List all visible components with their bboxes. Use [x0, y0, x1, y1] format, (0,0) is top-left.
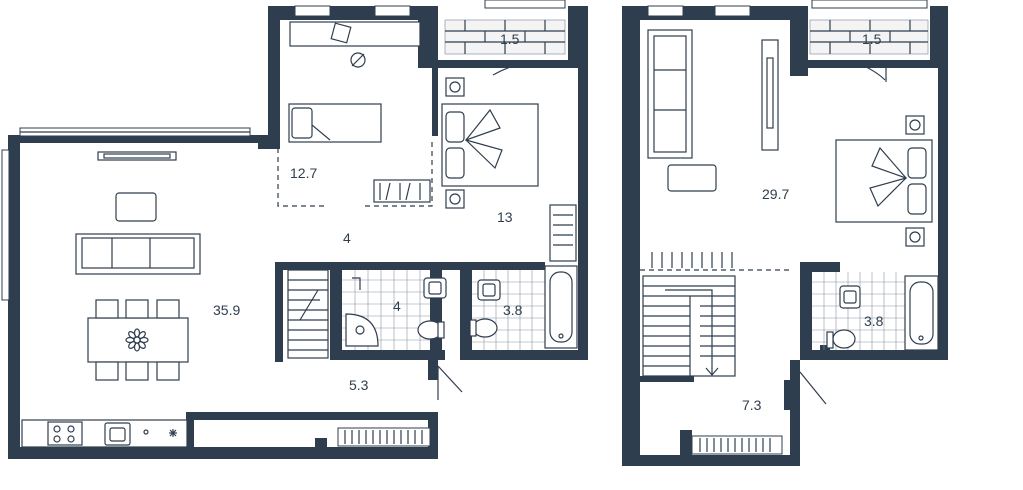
bathroom-3-8-left: [469, 265, 578, 350]
area-bedroom-left: 13: [497, 209, 513, 225]
area-bedroom-small: 12.7: [290, 165, 317, 181]
left-level-walls: [8, 6, 588, 459]
sink-icon: [477, 279, 501, 301]
right-stairs: [640, 252, 790, 377]
sink-icon: [839, 285, 861, 309]
armchair-icon: [445, 77, 465, 209]
area-bath-right: 3.8: [864, 313, 884, 329]
area-living-kitchen: 35.9: [213, 302, 240, 318]
area-entrance: 5.3: [349, 377, 369, 393]
bathroom-3-8-right: [812, 272, 939, 351]
dining-table: [87, 299, 189, 381]
bathroom-4: [342, 270, 447, 350]
kitchen-counter: [21, 419, 188, 448]
upper-living-furniture: [647, 29, 779, 192]
coffee-table: [115, 192, 157, 222]
right-balcony: [809, 19, 929, 82]
desk-icon: [289, 21, 421, 68]
flower-icon: [125, 328, 149, 352]
bed-icon: [441, 103, 539, 187]
area-bath-left: 4: [393, 298, 401, 314]
area-balcony-left: 1.5: [500, 31, 520, 47]
bed-icon: [288, 103, 382, 143]
bathtub-icon: [904, 275, 939, 351]
left-balcony: [444, 19, 566, 76]
toilet-icon: [417, 320, 445, 340]
toilet-icon: [469, 318, 498, 338]
right-level-walls: [622, 6, 948, 466]
right-level-windows: [647, 0, 928, 455]
left-level-windows: [1, 0, 566, 447]
small-bedroom-furniture: [277, 21, 433, 207]
sofa-icon: [647, 29, 693, 159]
toilet-icon: [826, 329, 856, 349]
armchair-icon: [905, 115, 925, 247]
bathtub-icon: [544, 265, 578, 349]
coffee-table: [667, 164, 717, 192]
sofa-icon: [75, 233, 201, 275]
ventilation-icon: [169, 429, 177, 437]
living-room-furniture: [21, 151, 201, 448]
bedroom-13-furniture: [441, 77, 577, 262]
area-upper-hall: 7.3: [742, 397, 762, 413]
stove-icon: [47, 421, 83, 446]
sink-icon: [423, 277, 447, 299]
area-upper-living: 29.7: [762, 186, 789, 202]
right-entrance-door: [799, 371, 827, 405]
shower-icon: [345, 313, 379, 347]
area-balcony-right: 1.5: [862, 31, 882, 47]
sink-icon: [104, 422, 131, 446]
area-bath-left-2: 3.8: [503, 302, 523, 318]
area-labels: 35.9 12.7 4 13 1.5 4 3.8 5.3 29.7 1.5 3.…: [213, 31, 884, 413]
area-hall: 4: [343, 230, 351, 246]
left-entrance-door: [437, 365, 463, 400]
left-stairs: [287, 269, 329, 359]
upper-bedroom-furniture: [835, 115, 933, 247]
bed-icon: [835, 139, 933, 223]
